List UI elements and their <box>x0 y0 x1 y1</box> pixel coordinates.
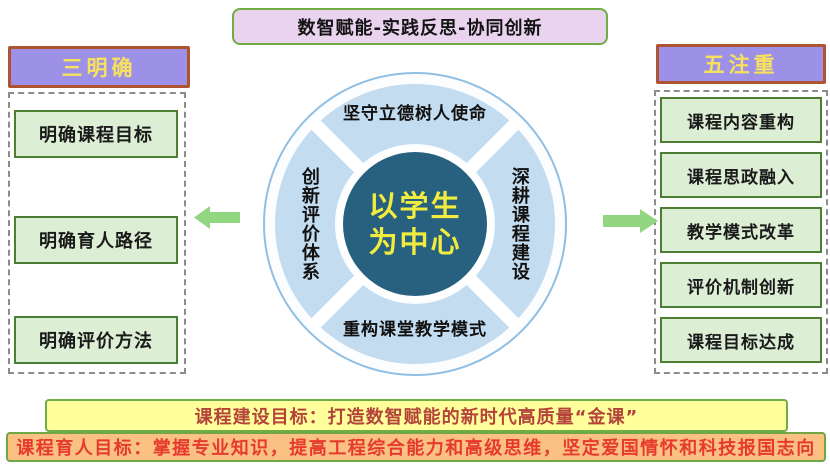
right-item-3: 教学模式改革 <box>660 207 822 253</box>
arrow-right-icon <box>603 209 658 237</box>
left-item-1: 明确课程目标 <box>14 110 178 158</box>
arrow-left-icon <box>194 206 240 233</box>
right-item-4: 评价机制创新 <box>660 262 822 308</box>
right-item-5: 课程目标达成 <box>660 317 822 363</box>
quadrant-label-left: 创新评价体系 <box>298 167 320 281</box>
right-panel-header: 五注重 <box>656 44 826 84</box>
quadrant-label-top: 坚守立德树人使命 <box>343 104 487 124</box>
left-item-3: 明确评价方法 <box>14 316 178 364</box>
right-item-1: 课程内容重构 <box>660 97 822 143</box>
center-circle-diagram: 坚守立德树人使命 创新评价体系 深耕课程建设 重构课堂教学模式 以学生 为中心 <box>259 68 571 380</box>
right-item-2: 课程思政融入 <box>660 152 822 198</box>
left-panel-group: 明确课程目标 明确育人路径 明确评价方法 <box>8 92 186 374</box>
center-text-line2: 为中心 <box>368 225 462 259</box>
quadrant-label-right: 深耕课程建设 <box>508 167 530 281</box>
center-text-line1: 以学生 <box>368 189 462 223</box>
course-edu-goal-bar: 课程育人目标：掌握专业知识，提高工程综合能力和高级思维，坚定爱国情怀和科技报国志… <box>6 432 826 462</box>
course-build-goal-bar: 课程建设目标：打造数智赋能的新时代高质量“金课” <box>45 399 788 432</box>
left-item-2: 明确育人路径 <box>14 216 178 264</box>
main-title: 数智赋能-实践反思-协同创新 <box>232 8 608 45</box>
left-panel-header: 三明确 <box>8 46 190 88</box>
circle-graphic <box>263 72 567 376</box>
quadrant-label-bottom: 重构课堂教学模式 <box>343 320 487 340</box>
right-panel-group: 课程内容重构 课程思政融入 教学模式改革 评价机制创新 课程目标达成 <box>654 90 828 374</box>
center-circle-text: 以学生 为中心 <box>259 68 571 380</box>
